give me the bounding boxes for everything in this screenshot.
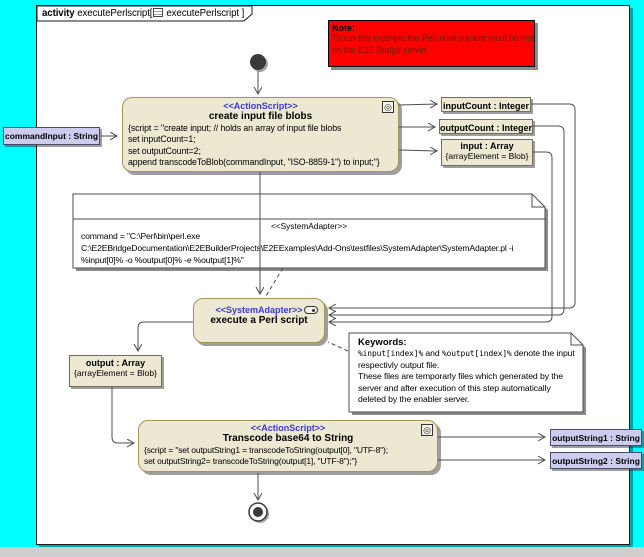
- execute-name: execute a Perl script: [210, 315, 308, 326]
- red-note-line2: on the E2E Bridge server.: [332, 44, 429, 55]
- action-execute-perl-script[interactable]: <<SystemAdapter>> execute a Perl script: [193, 298, 325, 343]
- adapter-note-line1: command = "C:\Perl\bin\perl.exe: [81, 231, 201, 241]
- adapter-note-line2: C:\E2EBridgeDocumentation\E2EBuilderProj…: [81, 243, 514, 253]
- pin-command-input-label: commandInput : String: [4, 131, 99, 141]
- transcode-body-line1: {script = "set outputString1 = transcode…: [144, 445, 388, 455]
- object-output-constraint: {arrayElement = Blob}: [74, 368, 157, 378]
- pin-output-string1[interactable]: outputString1 : String: [550, 429, 642, 446]
- transcode-body-line2: set outputString2= transcodeToString(out…: [144, 456, 358, 467]
- pin-command-input[interactable]: commandInput : String: [3, 127, 100, 145]
- activity-diagram-icon: [153, 8, 164, 17]
- create-body-line2: set inputCount=1;: [128, 134, 196, 145]
- pin-output-string1-label: outputString1 : String: [552, 433, 640, 443]
- create-body-line3: set outputCount=2;: [128, 145, 201, 156]
- red-note-line1: To run this example the Perl environment…: [332, 33, 535, 43]
- action-script-icon: ◎: [382, 101, 394, 113]
- object-node-output[interactable]: output : Array {arrayElement = Blob}: [69, 355, 162, 387]
- frame-tab-label: activity executePerlscript[ executePerlsc…: [42, 8, 244, 19]
- create-body-line4: append transcodeToBlob(commandInput, "IS…: [128, 157, 380, 168]
- keyword-output-token: %output[index]%: [441, 349, 512, 358]
- keyword-input-token: %input[index]%: [358, 349, 424, 358]
- system-adapter-icon: [304, 306, 318, 314]
- execute-stereotype: <<SystemAdapter>>: [215, 305, 303, 315]
- pin-output-string2[interactable]: outputString2 : String: [550, 452, 642, 469]
- keywords-tail-text: denote the input: [511, 348, 575, 358]
- adapter-note-body: command = "C:\Perl\bin\perl.exe C:\E2EBr…: [81, 230, 513, 266]
- keywords-note-line4: server and after execution of this step …: [358, 382, 551, 393]
- create-body-line1: {script = "create input; // holds an arr…: [128, 123, 342, 133]
- transcode-name: Transcode base64 to String: [222, 433, 354, 444]
- object-node-input[interactable]: input : Array {arrayElement = Blob}: [441, 139, 533, 166]
- keywords-note-line2: respectivly output file.: [358, 359, 440, 370]
- frame-keyword: activity: [42, 8, 75, 19]
- object-node-input-count[interactable]: inputCount : Integer: [441, 97, 531, 112]
- object-output-label: output : Array: [85, 358, 146, 368]
- keywords-note-line1: %input[index]% and %output[index]% denot…: [358, 348, 576, 360]
- keywords-mid-text: and: [423, 348, 442, 358]
- red-note[interactable]: Note: To run this example the Perl envir…: [328, 20, 535, 67]
- create-stereotype: <<ActionScript>>: [223, 101, 298, 111]
- transcode-stereotype: <<ActionScript>>: [250, 423, 326, 433]
- frame-diagram-name: executePerlscript ]: [166, 8, 245, 19]
- action-script-icon: ◎: [421, 424, 433, 436]
- object-output-count-label: outputCount : Integer: [440, 123, 532, 133]
- object-node-output-count[interactable]: outputCount : Integer: [439, 119, 533, 134]
- keywords-note-body: Keywords: %input[index]% and %output[ind…: [358, 337, 576, 406]
- red-note-title: Note:: [332, 23, 355, 33]
- action-transcode-base64-to-string[interactable]: <<ActionScript>> Transcode base64 to Str…: [138, 420, 438, 472]
- object-input-count-label: inputCount : Integer: [443, 101, 529, 111]
- pin-output-string2-label: outputString2 : String: [552, 456, 640, 466]
- keywords-note-line5: deleted by the enabler server.: [358, 394, 470, 405]
- frame-name: executePerlscript[: [77, 8, 153, 19]
- action-create-input-file-blobs[interactable]: <<ActionScript>> create input file blobs…: [122, 97, 399, 172]
- adapter-note-line3: %input[0]% -o %output[0]% -e %output[1]%…: [81, 255, 244, 265]
- object-input-label: input : Array: [460, 141, 514, 151]
- object-input-constraint: {arrayElement = Blob}: [445, 151, 529, 161]
- bottom-strip: [0, 547, 644, 557]
- keywords-note-line3: These files are temporarly files which g…: [358, 371, 564, 382]
- create-name: create input file blobs: [208, 111, 313, 122]
- keywords-note-title: Keywords:: [358, 337, 407, 348]
